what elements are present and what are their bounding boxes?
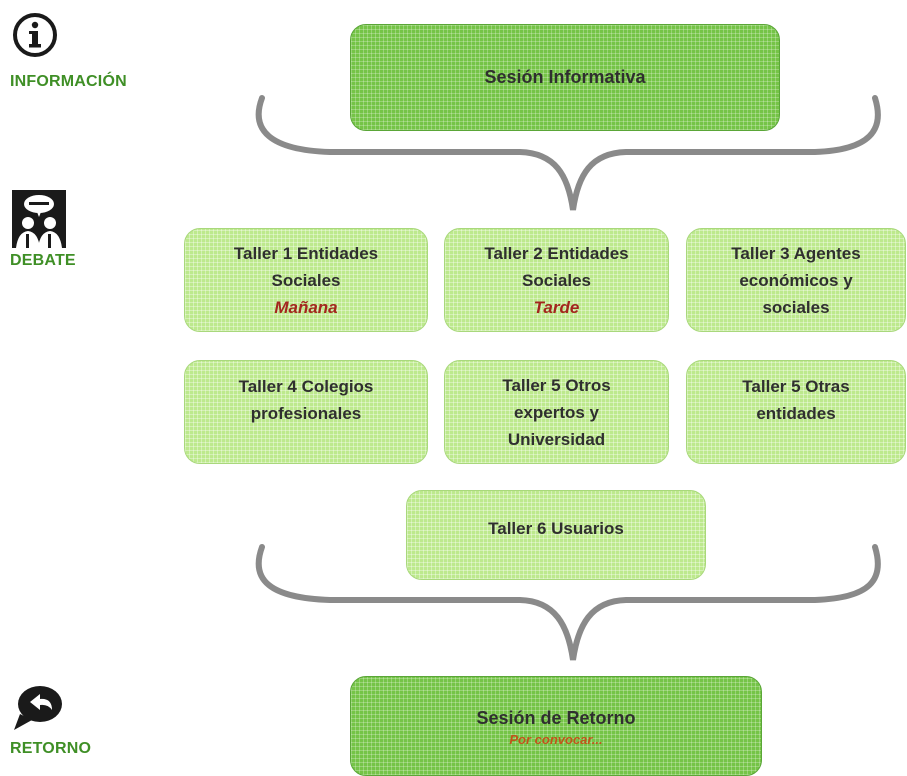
taller-3-node: Taller 3 Agentes económicos y sociales [686, 228, 906, 332]
taller-5-otros-line-3: Universidad [507, 429, 606, 449]
taller-6-node: Taller 6 Usuarios [406, 490, 706, 580]
taller-4-node: Taller 4 Colegios profesionales [184, 360, 428, 464]
debate-label: DEBATE [10, 252, 76, 269]
taller-1-note: Mañana [274, 297, 338, 317]
sesion-retorno-node: Sesión de Retorno Por convocar... [350, 676, 762, 776]
info-label: INFORMACIÓN [10, 73, 127, 90]
taller-5-otros-line-2: expertos y [513, 402, 600, 422]
taller-6-line-1: Taller 6 Usuarios [488, 519, 624, 538]
sesion-retorno-title: Sesión de Retorno [476, 708, 636, 728]
taller-5-otras-line-1: Taller 5 Otras [742, 377, 850, 396]
taller-2-node: Taller 2 Entidades Sociales Tarde [444, 228, 669, 332]
taller-1-line-2: Sociales [271, 270, 341, 290]
taller-4-line-1: Taller 4 Colegios [238, 377, 374, 396]
taller-3-line-3: sociales [762, 297, 830, 317]
taller-1-line-1: Taller 1 Entidades [233, 243, 379, 263]
info-icon [12, 12, 58, 63]
taller-5-otros-line-1: Taller 5 Otros [502, 375, 611, 395]
taller-2-line-2: Sociales [522, 270, 591, 290]
sesion-retorno-note: Por convocar... [509, 732, 603, 747]
taller-1-node: Taller 1 Entidades Sociales Mañana [184, 228, 428, 332]
taller-5-otros-node: Taller 5 Otros expertos y Universidad [444, 360, 669, 464]
sesion-informativa-node: Sesión Informativa [350, 24, 780, 131]
debate-people-icon [10, 190, 68, 253]
taller-3-line-1: Taller 3 Agentes [731, 243, 861, 263]
taller-3-line-2: económicos y [739, 270, 853, 290]
sesion-informativa-title: Sesión Informativa [484, 67, 646, 87]
retorno-label: RETORNO [10, 740, 92, 757]
top-brace [255, 95, 881, 211]
taller-5-otras-node: Taller 5 Otras entidades [686, 360, 906, 464]
return-speech-bubble-icon [10, 680, 66, 741]
taller-2-note: Tarde [533, 297, 580, 317]
taller-4-line-2: profesionales [250, 404, 362, 423]
bottom-brace [255, 544, 881, 661]
taller-5-otras-line-2: entidades [756, 404, 836, 423]
taller-2-line-1: Taller 2 Entidades [484, 243, 629, 263]
